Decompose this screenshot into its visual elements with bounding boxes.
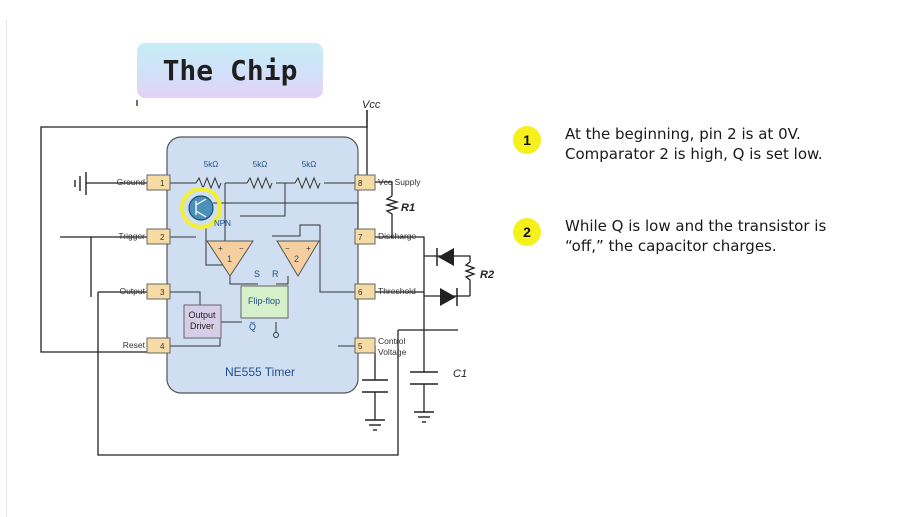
svg-text:+: + — [218, 244, 223, 253]
note-1-text: At the beginning, pin 2 is at 0V. Compar… — [565, 125, 823, 163]
transistor-label: NPN — [214, 219, 231, 228]
page-title: The Chip — [162, 54, 298, 87]
svg-text:+: + — [306, 244, 311, 253]
handwritten-vcc: Vcc — [362, 99, 381, 111]
pin-7-number: 7 — [358, 233, 363, 242]
pin-8-number: 8 — [358, 179, 363, 188]
pin-4-number: 4 — [160, 342, 165, 351]
pin-5-number: 5 — [358, 342, 363, 351]
comparator-1-label: 1 — [227, 254, 232, 264]
comparator-1 — [206, 240, 254, 277]
svg-text:−: − — [239, 244, 244, 253]
resistor-label-2: 5kΩ — [253, 160, 267, 169]
ground-symbol-cap — [414, 411, 434, 423]
resistor-label-1: 5kΩ — [204, 160, 218, 169]
handwritten-r2: R2 — [480, 269, 494, 281]
ground-symbol-left — [74, 172, 87, 195]
comparator-2 — [276, 240, 320, 277]
pin-3-label: Output — [119, 286, 145, 296]
pin-7-label: Discharge — [378, 231, 417, 241]
note-2-badge: 2 — [513, 218, 541, 246]
chip-body — [166, 136, 359, 394]
pin-1-number: 1 — [160, 179, 165, 188]
resistor-label-3: 5kΩ — [302, 160, 316, 169]
internal-wiring — [170, 176, 359, 347]
flipflop-qbar-label: Q̅ — [249, 322, 256, 332]
pin-6-label: Threshold — [378, 286, 416, 296]
pin-4 — [146, 337, 171, 354]
outer-wiring — [40, 100, 476, 456]
flipflop-label: Flip-flop — [248, 296, 280, 306]
note-2-text: While Q is low and the transistor is “of… — [565, 217, 827, 255]
ground-symbol-control — [365, 419, 385, 431]
pin-5-label: Control — [378, 336, 406, 346]
pin-4-label: Reset — [123, 340, 146, 350]
pin-2 — [146, 228, 171, 245]
flipflop-s-label: S — [254, 269, 260, 279]
transistor-icon — [188, 195, 214, 221]
handwritten-r1: R1 — [401, 202, 415, 214]
pin-8-label: Vcc Supply — [378, 177, 421, 187]
pin-6-number: 6 — [358, 288, 363, 297]
transistor-highlight — [180, 187, 222, 229]
pin-2-label: Trigger — [118, 231, 145, 241]
pin-5 — [354, 337, 376, 354]
output-driver-block — [183, 304, 222, 339]
page-edge-rule — [6, 20, 7, 517]
comparator-2-label: 2 — [294, 254, 299, 264]
note-1-badge: 1 — [513, 126, 541, 154]
diode-lower — [440, 288, 458, 306]
diode-upper — [436, 248, 454, 266]
pin-5-label-2: Voltage — [378, 347, 407, 357]
note-1: 1 At the beginning, pin 2 is at 0V. Comp… — [513, 124, 843, 164]
pin-7 — [354, 228, 376, 245]
note-2: 2 While Q is low and the transistor is “… — [513, 216, 843, 256]
pin-3-number: 3 — [160, 288, 165, 297]
chip-name: NE555 Timer — [225, 365, 295, 379]
capacitor-control — [362, 379, 388, 393]
capacitor-c1 — [410, 371, 438, 385]
pin-8 — [354, 174, 376, 191]
svg-text:−: − — [285, 244, 290, 253]
handwritten-c1: C1 — [453, 368, 467, 380]
pin-2-number: 2 — [160, 233, 165, 242]
flipflop-block — [240, 285, 289, 319]
pin-1-label: Ground — [117, 177, 146, 187]
flipflop-r-label: R — [272, 269, 279, 279]
pin-6 — [354, 283, 376, 300]
title-banner: The Chip — [137, 43, 323, 98]
output-driver-label-1: Output — [188, 310, 216, 320]
pin-3 — [146, 283, 171, 300]
output-driver-label-2: Driver — [190, 321, 214, 331]
pin-1 — [146, 174, 171, 191]
